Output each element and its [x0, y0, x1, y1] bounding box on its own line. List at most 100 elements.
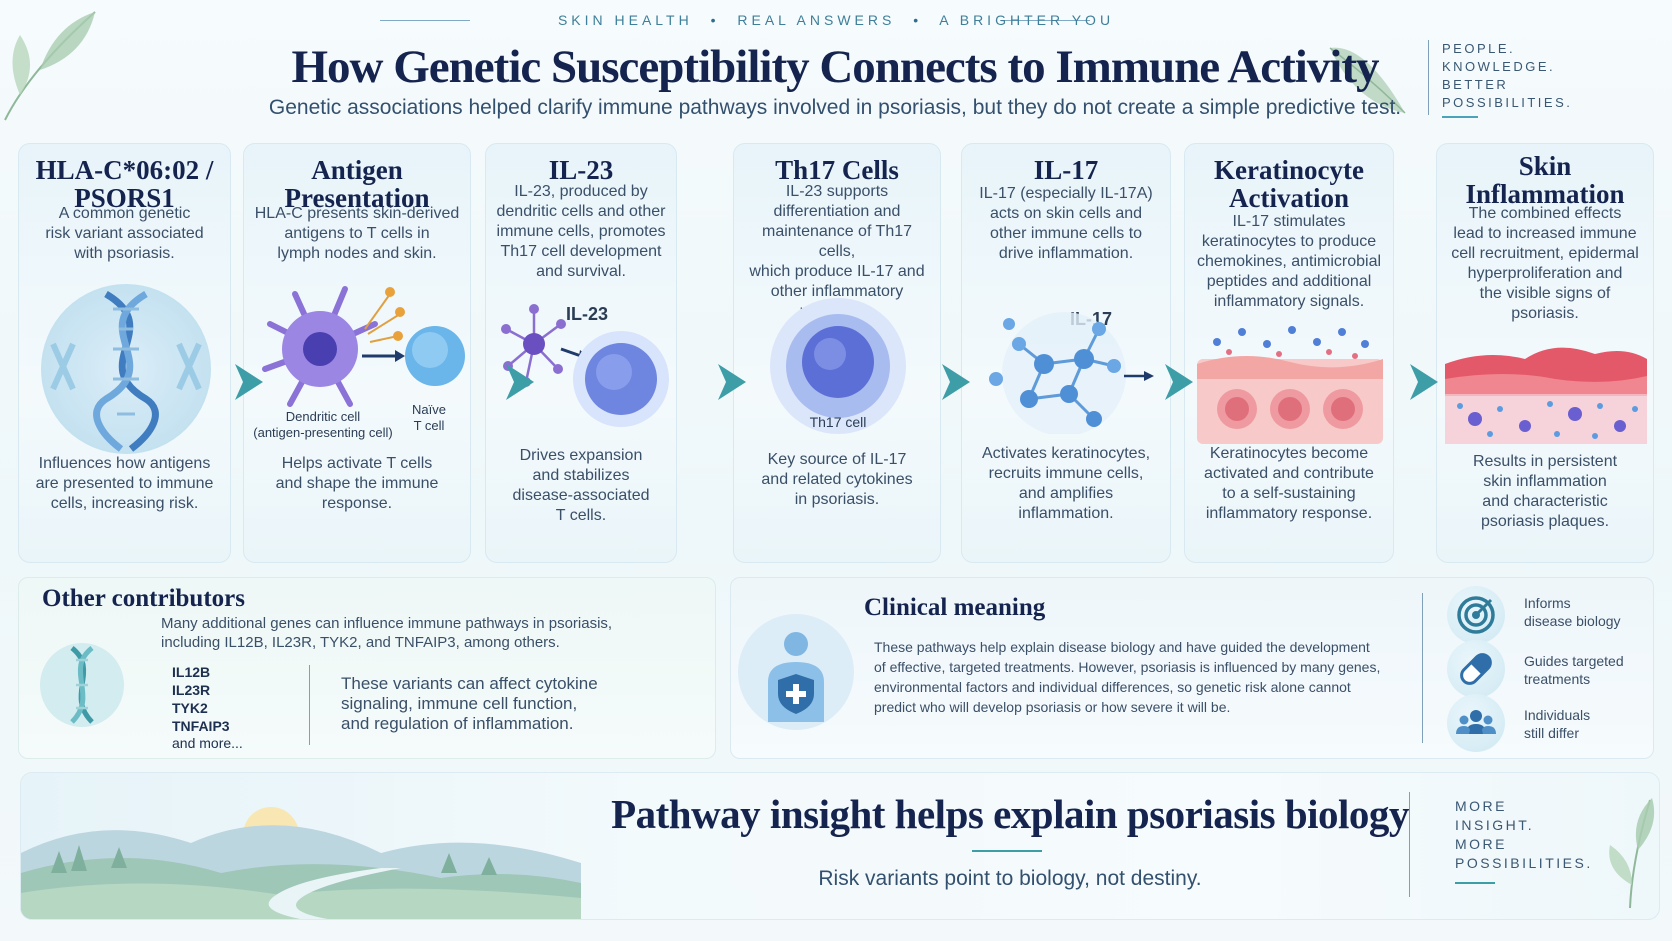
- text-line: Drives expansion: [519, 447, 643, 464]
- text-line: activated and contribute: [1204, 465, 1374, 482]
- tagline-rule-right: [1000, 20, 1090, 21]
- text-line: differentiation and: [773, 203, 901, 220]
- gene-label: IL12B: [172, 664, 211, 680]
- side-tag-header: PEOPLE. KNOWLEDGE. BETTER POSSIBILITIES.: [1442, 40, 1572, 112]
- arrow-right-icon: [1165, 364, 1193, 400]
- step-title-line: Activation: [1229, 183, 1349, 213]
- step-outcome: Helps activate T cells and shape the imm…: [254, 454, 460, 514]
- text-line: and characteristic: [1482, 493, 1608, 510]
- step-title-line: Keratinocyte: [1214, 155, 1364, 185]
- step-outcome: Key source of IL-17 and related cytokine…: [744, 450, 930, 510]
- side-tag-line: MORE: [1455, 836, 1507, 852]
- banner-subtitle: Risk variants point to biology, not dest…: [818, 867, 1202, 890]
- text-line: risk variant associated: [45, 225, 204, 242]
- text-line: Individuals: [1524, 707, 1591, 723]
- step-card-il23: IL-23 IL-23, produced by dendritic cells…: [485, 143, 677, 563]
- step-title-line: Antigen: [311, 155, 403, 185]
- leaf-decoration-bottom-right: [1609, 798, 1655, 909]
- step-title: IL-23: [486, 156, 676, 184]
- keratinocyte-tissue-icon: [1197, 326, 1383, 444]
- text-line: with psoriasis.: [74, 245, 175, 262]
- step-card-antigen-presentation: Antigen Presentation HLA-C presents skin…: [243, 143, 471, 563]
- text-line: IL-17 stimulates: [1232, 213, 1346, 230]
- side-tag-line: BETTER: [1442, 77, 1509, 92]
- text-line: and regulation of inflammation.: [341, 714, 574, 733]
- leaf-decoration-right: [1329, 47, 1406, 114]
- text-line: recruits immune cells,: [988, 465, 1144, 482]
- side-tag-line: INSIGHT.: [1455, 817, 1535, 833]
- label-line: Naïve: [412, 402, 446, 417]
- capsule-icon: [1447, 640, 1505, 698]
- gene-label: TNFAIP3: [172, 718, 230, 734]
- text-line: Many additional genes can influence immu…: [161, 615, 613, 632]
- step-title-line: Th17 Cells: [775, 155, 899, 185]
- step-outcome: Influences how antigens are presented to…: [29, 454, 220, 514]
- target-icon: [1447, 586, 1505, 644]
- arrow-right-icon: [942, 364, 970, 400]
- text-line: hyperproliferation and: [1467, 265, 1623, 282]
- text-line: Influences how antigens: [38, 455, 211, 472]
- step-title-line: Presentation: [284, 183, 430, 213]
- th17-cell-icon: [770, 298, 906, 434]
- dendritic-cell-label: Dendritic cell (antigen-presenting cell): [248, 409, 398, 441]
- step-title-line: IL-23: [548, 155, 614, 185]
- text-line: psoriasis.: [1511, 305, 1579, 322]
- step-title: IL-17: [962, 156, 1170, 184]
- clinical-meaning-title: Clinical meaning: [864, 594, 1046, 621]
- clinical-item-label: Individuals still differ: [1524, 706, 1590, 742]
- people-icon: [1447, 694, 1505, 752]
- text-line: Keratinocytes become: [1209, 445, 1369, 462]
- other-contributors-title: Other contributors: [42, 585, 245, 612]
- step-outcome: Keratinocytes become activated and contr…: [1195, 444, 1383, 524]
- arrow-right-icon: [718, 364, 746, 400]
- landscape-illustration: [21, 807, 581, 919]
- tagline-separator: •: [913, 12, 923, 28]
- banner-divider: [1409, 792, 1410, 897]
- text-line: predict who will develop psoriasis or ho…: [874, 699, 1231, 715]
- text-line: and stabilizes: [532, 467, 630, 484]
- dna-helix-icon: [41, 284, 211, 454]
- arrow-right-icon: [235, 364, 263, 400]
- tagline-rule-left: [380, 20, 470, 21]
- text-line: still differ: [1524, 725, 1579, 741]
- side-tag-line: POSSIBILITIES.: [1442, 95, 1573, 110]
- tagline-part: SKIN HEALTH: [557, 12, 693, 28]
- text-line: including IL12B, IL23R, TYK2, and TNFAIP…: [161, 634, 560, 651]
- text-line: signaling, immune cell function,: [341, 694, 578, 713]
- naive-t-cell-label: Naïve T cell: [404, 402, 454, 434]
- step-title: HLA-C*06:02 / PSORS1: [19, 156, 230, 212]
- il17-cytokine-icon: [989, 312, 1154, 434]
- step-card-il17: IL-17 IL-17 (especially IL-17A) acts on …: [961, 143, 1171, 563]
- step-card-hla: HLA-C*06:02 / PSORS1 A common genetic ri…: [18, 143, 231, 563]
- text-line: which produce IL-17 and: [749, 263, 925, 280]
- text-line: IL-17 (especially IL-17A): [979, 185, 1153, 202]
- gene-label: IL23R: [172, 682, 211, 698]
- step-title: Skin Inflammation: [1437, 152, 1653, 208]
- arrow-right-icon: [1410, 364, 1438, 400]
- text-line: inflammation.: [1018, 505, 1114, 522]
- step-description: A common genetic risk variant associated…: [27, 204, 222, 264]
- il23-label: IL-23: [566, 304, 609, 324]
- text-line: IL-23 supports: [785, 183, 889, 200]
- clinical-divider: [1422, 593, 1423, 743]
- clinical-meaning-text: These pathways help explain disease biol…: [874, 637, 1380, 717]
- step-card-skin-inflammation: Skin Inflammation The combined effects l…: [1436, 143, 1654, 563]
- text-line: maintenance of Th17 cells,: [761, 223, 913, 260]
- text-line: in psoriasis.: [794, 491, 880, 508]
- text-line: A common genetic: [58, 205, 191, 222]
- step-title: Keratinocyte Activation: [1185, 156, 1393, 212]
- step-title: Th17 Cells: [734, 156, 940, 184]
- text-line: environmental factors and individual dif…: [874, 679, 1351, 695]
- text-line: These pathways help explain disease biol…: [874, 639, 1370, 655]
- person-shield-icon: [738, 614, 854, 730]
- text-line: skin inflammation: [1483, 473, 1607, 490]
- side-tag-banner: MORE INSIGHT. MORE POSSIBILITIES.: [1455, 797, 1593, 873]
- step-description: HLA-C presents skin-derived antigens to …: [252, 204, 462, 264]
- side-tag-underline: [1442, 116, 1478, 118]
- text-line: disease biology: [1524, 613, 1621, 629]
- text-line: immune cells, promotes: [496, 223, 666, 240]
- leaf-decoration-left: [4, 11, 96, 121]
- step-title: Antigen Presentation: [244, 156, 470, 212]
- step-title-line: IL-17: [1033, 155, 1099, 185]
- dna-icon: [40, 643, 124, 727]
